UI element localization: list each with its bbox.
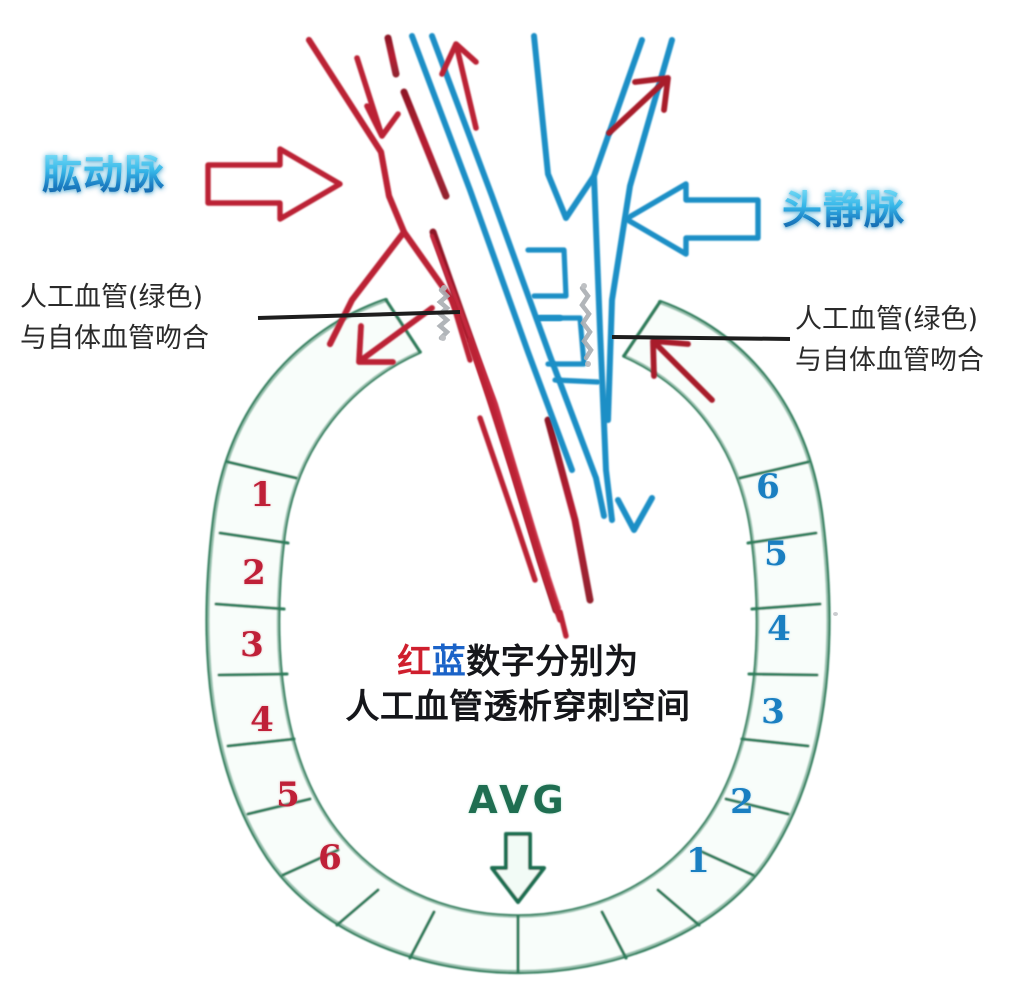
avg-graft-label: AVG — [468, 778, 568, 822]
blue-hollow-arrow-left-icon — [623, 181, 761, 257]
callout-right-anastomosis: 人工血管(绿色) 与自体血管吻合 — [795, 300, 984, 381]
callout-right-line2: 与自体血管吻合 — [795, 344, 984, 376]
avg-graft-loop — [205, 297, 831, 975]
red-arrow-down-icon — [354, 55, 401, 139]
artery-distal-branches — [449, 297, 569, 639]
caption-red-char: 红 — [397, 642, 432, 682]
brachial-artery-label: 肱动脉 — [42, 152, 165, 198]
callout-left-line1: 人工血管(绿色) — [20, 282, 204, 313]
caption-line-2: 人工血管透析穿刺空间 — [345, 686, 691, 727]
red-arrow-up-icon — [439, 41, 479, 131]
red-arrow-up-left-icon — [650, 338, 715, 403]
leader-line-right — [611, 335, 791, 341]
caption-blue-char: 蓝 — [431, 642, 467, 682]
callout-right-line1: 人工血管(绿色) — [795, 304, 979, 335]
caption-line-1-rest: 数字分别为 — [466, 642, 639, 682]
center-caption: 红蓝数字分别为 人工血管透析穿刺空间 — [0, 640, 1036, 730]
caption-line-1: 红蓝数字分别为 — [0, 640, 1036, 685]
anastomosis-suture-right — [579, 283, 594, 367]
red-hollow-arrow-right-icon — [205, 146, 343, 222]
leader-line-left — [257, 310, 461, 320]
callout-left-line2: 与自体血管吻合 — [20, 322, 209, 354]
callout-left-anastomosis: 人工血管(绿色) 与自体血管吻合 — [20, 278, 209, 359]
cephalic-vein-label: 头静脉 — [782, 187, 905, 233]
paper-speck — [833, 612, 838, 616]
artery-central-trunk — [384, 34, 594, 614]
green-hollow-arrow-down-icon — [490, 832, 546, 904]
red-arrow-down-left-icon — [356, 305, 435, 365]
red-arrow-up-right-icon — [606, 75, 671, 136]
